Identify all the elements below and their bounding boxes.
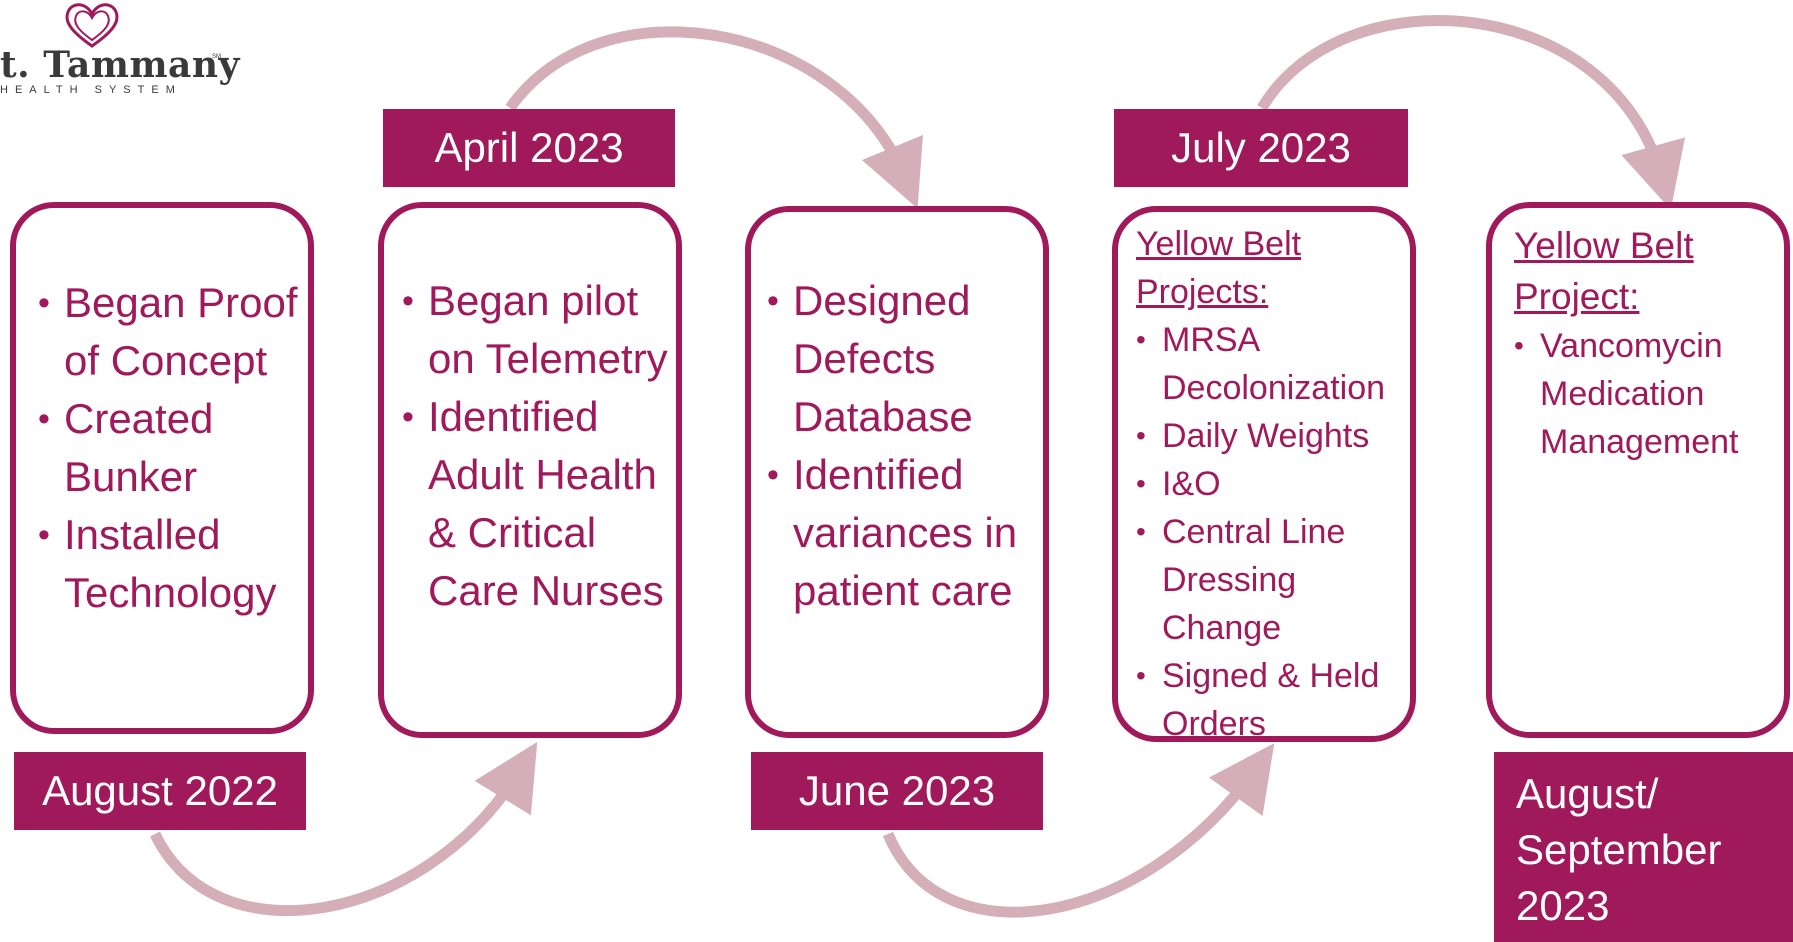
arrow-apr-to-jun (505, 26, 923, 209)
step-heading: Yellow Belt Projects: (1136, 225, 1302, 311)
arrow-jun-to-jul (882, 743, 1275, 918)
heart-logo-icon (65, 3, 119, 48)
list-item: Created Bunker (38, 390, 314, 506)
list-item: Began Proof of Concept (38, 274, 314, 390)
step-items: MRSA Decolonization Daily Weights I&O Ce… (1136, 316, 1418, 748)
list-item: Identified Adult Health & Critical Care … (402, 388, 684, 620)
step-items: Began Proof of Concept Created Bunker In… (38, 274, 314, 622)
date-label-jun-2023: June 2023 (751, 752, 1043, 830)
step-box-jul-2023: Yellow Belt Projects: MRSA Decolonizatio… (1112, 206, 1416, 743)
step-items: Began pilot on Telemetry Identified Adul… (402, 272, 684, 620)
step-box-aug-2022: Began Proof of Concept Created Bunker In… (10, 202, 314, 734)
date-label-apr-2023: April 2023 (383, 109, 675, 187)
step-box-aug-sep-2023: Yellow Belt Project: Vancomycin Medicati… (1486, 202, 1790, 738)
logo-subtitle: HEALTH SYSTEM (0, 84, 182, 96)
list-item: Installed Technology (38, 506, 314, 622)
list-item: Designed Defects Database (767, 272, 1049, 446)
step-box-apr-2023: Began pilot on Telemetry Identified Adul… (378, 202, 682, 738)
step-heading: Yellow Belt Project: (1514, 225, 1694, 317)
date-label-aug-2022: August 2022 (14, 752, 306, 830)
list-item: I&O (1136, 460, 1418, 508)
step-items: Designed Defects Database Identified var… (767, 272, 1049, 620)
list-item: Identified variances in patient care (767, 446, 1049, 620)
logo-service-mark: SM (212, 54, 221, 60)
list-item: Began pilot on Telemetry (402, 272, 684, 388)
list-item: Daily Weights (1136, 412, 1418, 460)
list-item: Central Line Dressing Change (1136, 508, 1362, 652)
list-item: Vancomycin Medication Management (1514, 322, 1780, 466)
logo: t. Tammany SM HEALTH SYSTEM (0, 0, 239, 110)
date-label-aug-sep-2023: August/ September 2023 (1494, 752, 1793, 942)
date-label-jul-2023: July 2023 (1114, 109, 1408, 187)
logo-name: t. Tammany (0, 44, 240, 86)
arrow-jul-to-aug (1257, 15, 1685, 210)
list-item: Signed & Held Orders (1136, 652, 1412, 748)
step-box-jun-2023: Designed Defects Database Identified var… (745, 206, 1049, 738)
list-item: MRSA Decolonization (1136, 316, 1418, 412)
step-items: Vancomycin Medication Management (1514, 322, 1790, 466)
arrow-aug-to-apr (150, 741, 538, 917)
